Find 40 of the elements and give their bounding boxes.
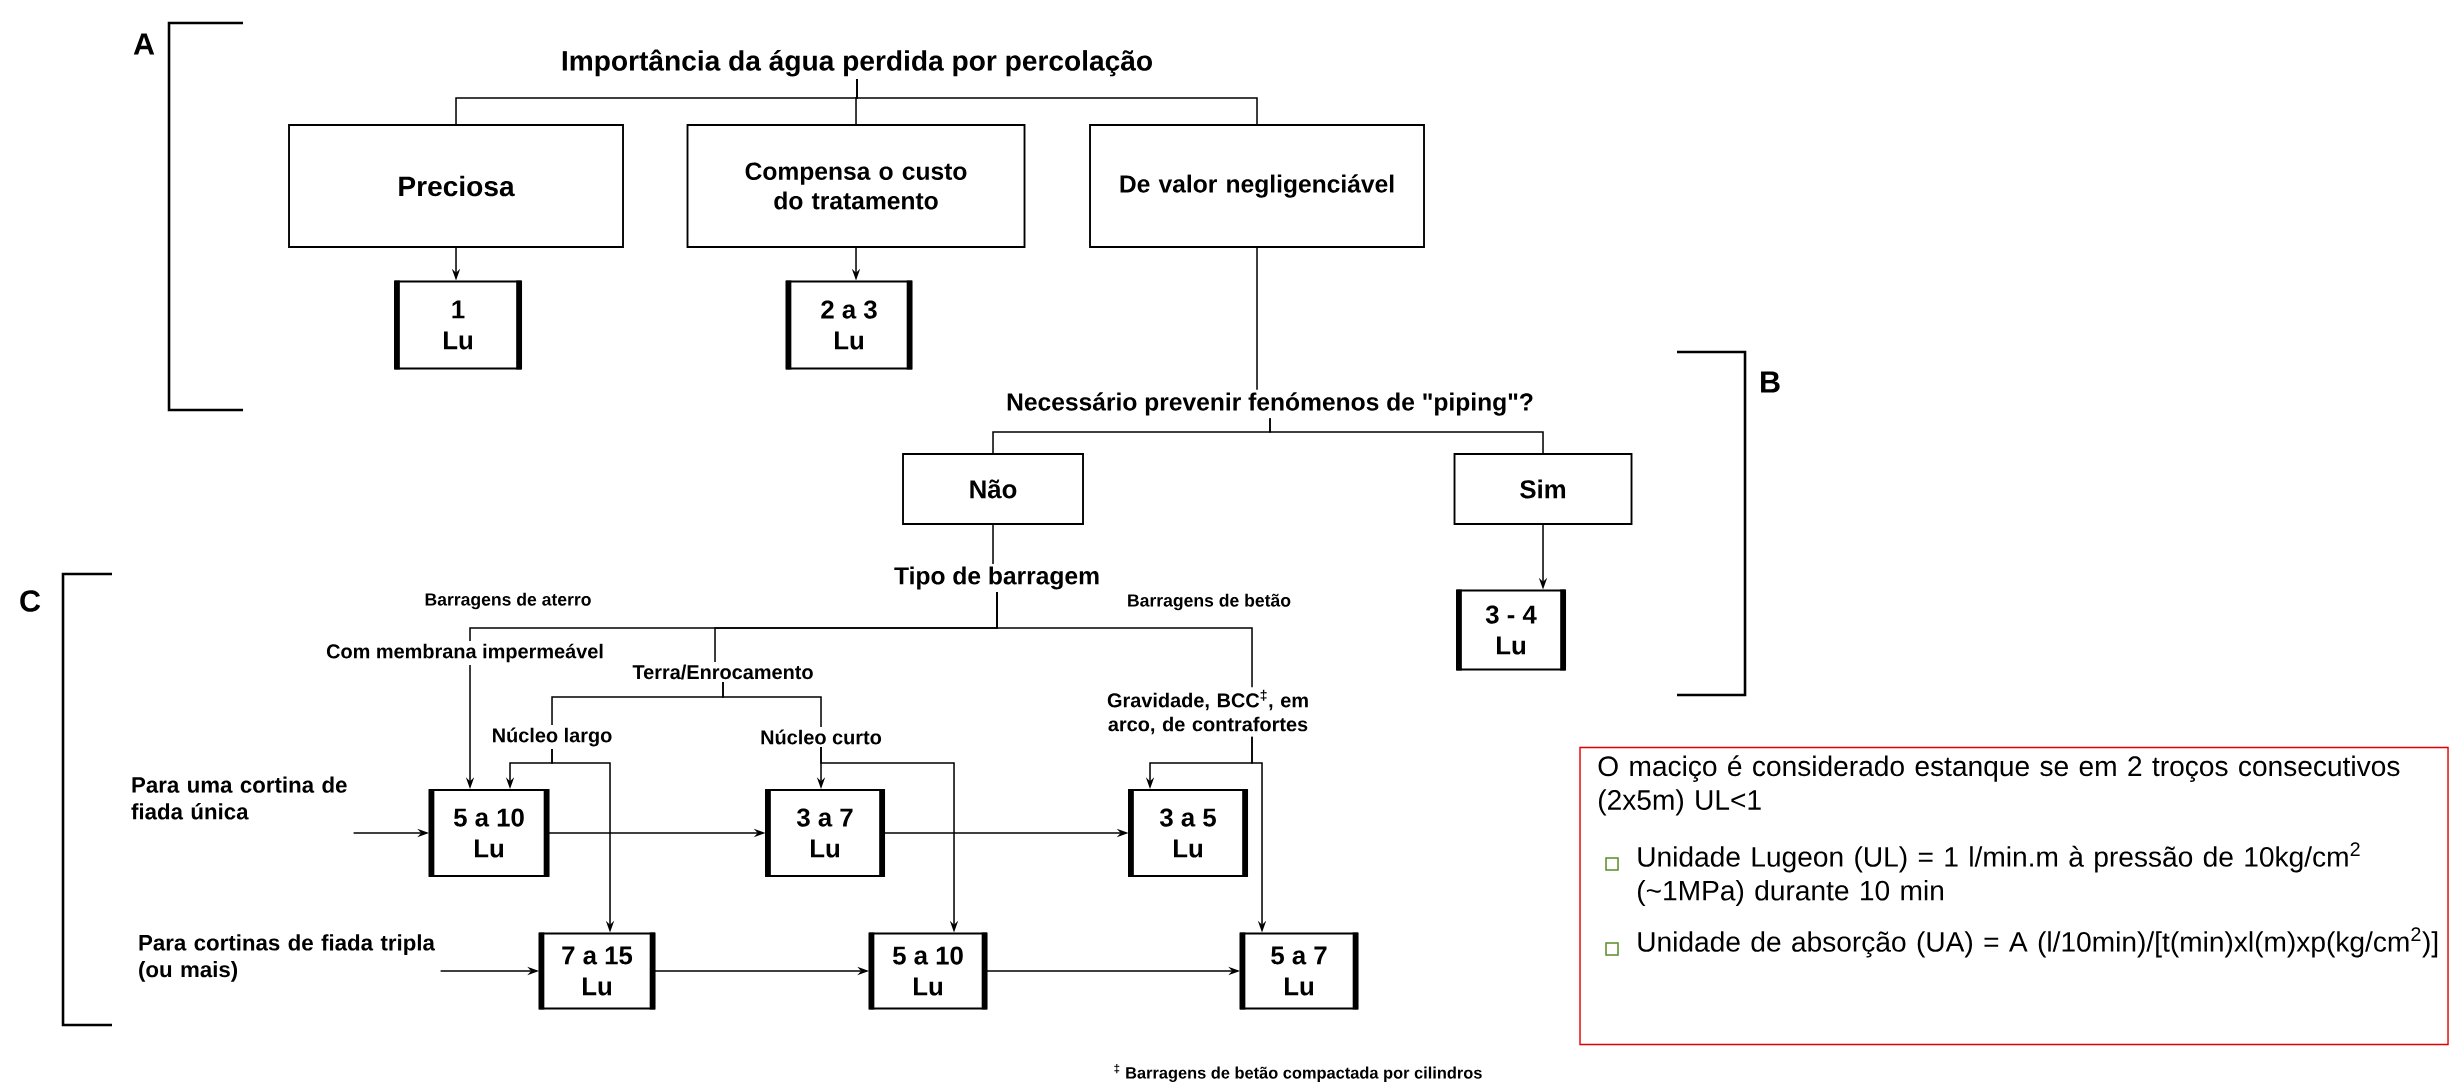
- branch-label: Barragens de aterro: [425, 592, 591, 610]
- section-letter: C: [20, 590, 41, 612]
- section-letter: B: [1761, 371, 1780, 393]
- note-text: O maciço é considerado estanque se em 2 troços consecutivos (2x5m) UL<1: [1598, 755, 2400, 816]
- branch-label: Terra/Enrocamento: [632, 664, 813, 680]
- branch-label: Núcleo largo: [493, 727, 612, 747]
- value-box: 3 - 4 Lu: [1456, 589, 1567, 671]
- connector-line: [996, 591, 1253, 688]
- footnote: $^{‡}$ Barragens de betão compactada por cilindros: [1114, 1064, 1482, 1082]
- question-text: Necessário prevenir fenómenos de "piping"?: [1007, 392, 1533, 416]
- option-box: De valor negligenciável: [1089, 124, 1425, 248]
- question-text: Tipo de barragem: [894, 566, 1099, 590]
- option-box: Compensa o custo do tratamento: [686, 124, 1026, 248]
- value-box: 5 a 10 Lu: [428, 789, 550, 877]
- value-box: 2 a 3 Lu: [785, 280, 913, 370]
- value-box: 5 a 10 Lu: [868, 932, 988, 1010]
- value-box: 5 a 7 Lu: [1239, 932, 1359, 1010]
- connector-line: [1256, 247, 1258, 391]
- note-text: Unidade Lugeon (UL) = 1 l/min.m à pressão de 10kg/cm$^{2}$ (~1MPa) durante 10 min: [1638, 842, 2360, 907]
- section-letter: A: [133, 33, 155, 55]
- branch-label: Com membrana impermeável: [326, 643, 603, 663]
- branch-label: Gravidade, BCC$^{‡}$, em arco, de contrafortes: [1107, 689, 1308, 735]
- value-box: 7 a 15 Lu: [538, 932, 656, 1010]
- connector-line: [1269, 417, 1544, 454]
- note-box: [1579, 746, 2449, 1046]
- value-box: 3 a 7 Lu: [765, 789, 886, 877]
- value-box: 1 Lu: [394, 280, 523, 370]
- branch-label: Barragens de betão: [1128, 593, 1291, 611]
- row-label: Para uma cortina de fiada única: [131, 776, 347, 820]
- heading: Importância da água perdida por percolação: [562, 49, 1152, 77]
- branch-label: Núcleo curto: [761, 729, 882, 745]
- row-label: Para cortinas de fiada tripla (ou mais): [139, 934, 435, 982]
- connector-line: [856, 78, 1258, 125]
- note-text: Unidade de absorção (UA) = A (l/10min)/[t(min)xl(m)xp(kg/cm$^{2}$)]: [1638, 927, 2438, 958]
- value-box: 3 a 5 Lu: [1128, 789, 1249, 877]
- option-box: Preciosa: [288, 124, 624, 248]
- connector-line: [992, 524, 994, 565]
- option-box: Sim: [1453, 453, 1633, 525]
- connector-line: [722, 681, 822, 728]
- option-box: Não: [902, 453, 1084, 525]
